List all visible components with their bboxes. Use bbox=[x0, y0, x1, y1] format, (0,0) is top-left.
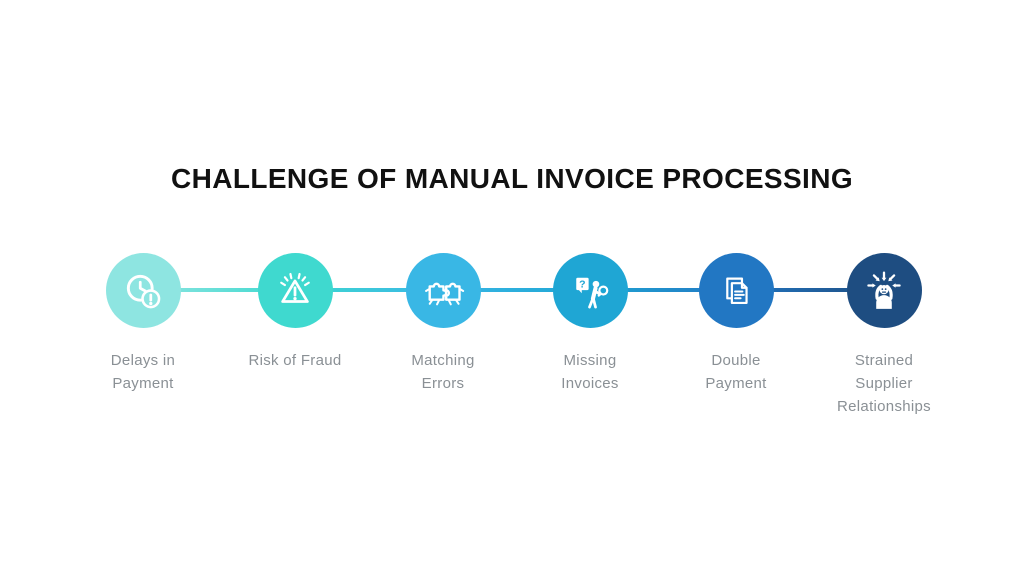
step-label: Matching Errors bbox=[411, 352, 475, 392]
step-circle bbox=[698, 253, 774, 328]
connector-line bbox=[143, 288, 884, 292]
question-glyph: ? bbox=[579, 278, 585, 290]
puzzle-pieces-icon bbox=[425, 282, 465, 305]
step-missing-invoices: ? Missing Invoices bbox=[516, 253, 664, 395]
step-matching-errors: Matching Errors bbox=[369, 253, 517, 395]
step-strained-supplier-relationships: Strained Supplier Relationships bbox=[810, 253, 958, 418]
step-circle bbox=[105, 253, 181, 328]
warning-triangle-icon bbox=[280, 272, 310, 303]
step-risk-of-fraud: Risk of Fraud bbox=[221, 253, 369, 372]
step-label: Strained Supplier Relationships bbox=[837, 352, 931, 415]
step-double-payment: Double Payment bbox=[662, 253, 810, 395]
step-delays-in-payment: Delays in Payment bbox=[69, 253, 217, 395]
step-circle bbox=[257, 253, 333, 328]
step-label: Missing Invoices bbox=[561, 352, 619, 392]
page-title: CHALLENGE OF MANUAL INVOICE PROCESSING bbox=[170, 163, 854, 194]
step-circle: ? bbox=[552, 253, 628, 328]
person-magnifier-icon: ? bbox=[576, 277, 609, 308]
step-circle bbox=[405, 253, 481, 328]
step-label: Delays in Payment bbox=[110, 352, 176, 392]
double-documents-icon bbox=[726, 277, 748, 304]
stressed-person-icon bbox=[867, 271, 901, 309]
clock-alert-icon bbox=[126, 274, 161, 308]
step-label: Double Payment bbox=[705, 352, 767, 392]
step-label: Risk of Fraud bbox=[248, 352, 342, 369]
step-circle bbox=[846, 253, 922, 328]
